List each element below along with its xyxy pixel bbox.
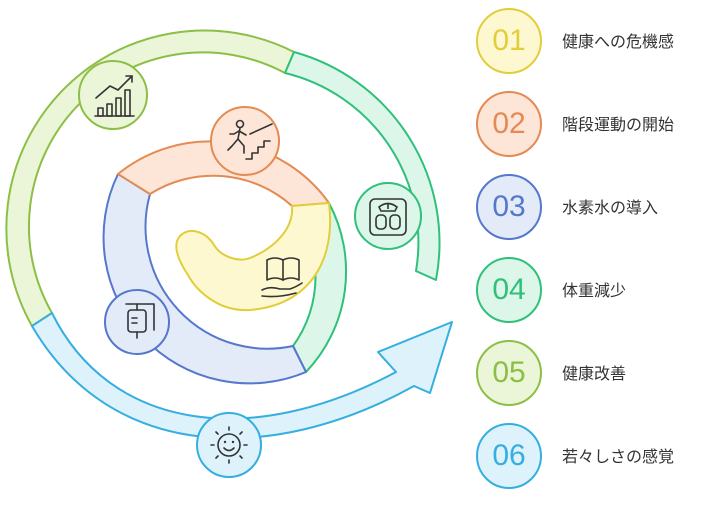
legend-item-01: 01 健康への危機感 [474,2,724,74]
legend-item-04: 04 体重減少 [474,251,724,323]
spiral-segment-02 [117,140,330,207]
legend-item-02: 02 階段運動の開始 [474,85,724,157]
step-number-badge: 01 [476,8,542,74]
step-number-badge: 03 [476,174,542,240]
step-number-badge: 02 [476,91,542,157]
spiral-segment-06-arrow [31,312,453,440]
step-label: 健康への危機感 [562,32,675,51]
growth-chart-icon [78,60,148,130]
step-number-badge: 06 [476,423,542,489]
water-dispenser-icon [104,289,170,355]
open-book-hand-icon [261,257,303,298]
step-label: 体重減少 [562,281,627,300]
step-label: 階段運動の開始 [562,115,675,134]
legend: 01 健康への危機感 02 階段運動の開始 03 水素水の導入 04 体重減少 … [474,0,724,520]
step-label: 水素水の導入 [562,198,659,217]
step-number-badge: 05 [476,340,542,406]
step-number-badge: 04 [476,257,542,323]
legend-item-03: 03 水素水の導入 [474,168,724,240]
legend-item-06: 06 若々しさの感覚 [474,417,724,489]
step-label: 若々しさの感覚 [562,447,675,466]
stair-climbing-icon [210,106,280,176]
spiral-segment-04 [284,51,441,281]
legend-item-05: 05 健康改善 [474,334,724,406]
spiral-segment-01 [175,202,331,312]
step-label: 健康改善 [562,364,627,383]
spiral-diagram [5,29,453,478]
smiling-sun-icon [196,412,262,478]
weight-scale-icon [354,182,422,250]
